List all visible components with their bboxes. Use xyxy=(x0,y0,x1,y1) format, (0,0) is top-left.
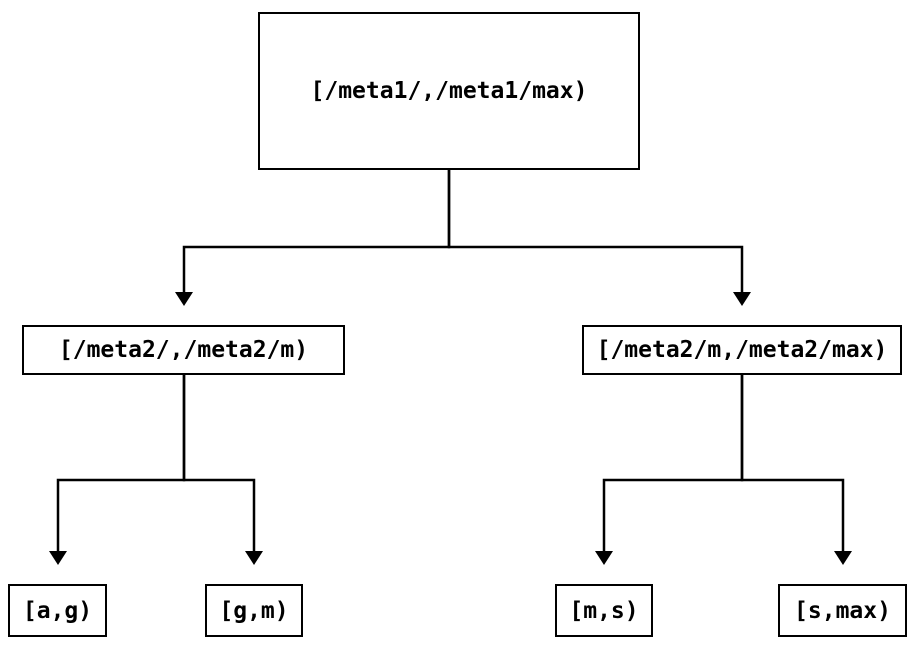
node-leaf-ms-label: [m,s) xyxy=(569,597,639,624)
edge-meta2-high-to-leaf-ms xyxy=(595,375,744,565)
node-root: [/meta1/,/meta1/max) xyxy=(258,12,640,170)
node-meta2-high: [/meta2/m,/meta2/max) xyxy=(582,325,902,375)
node-leaf-ag-label: [a,g) xyxy=(22,597,93,624)
edge-meta2-high-to-leaf-smax xyxy=(740,375,852,565)
node-meta2-low: [/meta2/,/meta2/m) xyxy=(22,325,345,375)
node-leaf-gm: [g,m) xyxy=(205,584,303,637)
node-leaf-gm-label: [g,m) xyxy=(219,597,289,624)
node-meta2-low-label: [/meta2/,/meta2/m) xyxy=(58,337,309,363)
node-leaf-smax: [s,max) xyxy=(778,584,907,637)
node-leaf-smax-label: [s,max) xyxy=(794,597,891,624)
edge-meta2-low-to-leaf-ag xyxy=(49,375,186,565)
node-root-label: [/meta1/,/meta1/max) xyxy=(310,78,588,104)
node-meta2-high-label: [/meta2/m,/meta2/max) xyxy=(596,337,888,363)
edge-root-to-meta2-high xyxy=(447,170,751,306)
node-leaf-ms: [m,s) xyxy=(555,584,653,637)
edge-meta2-low-to-leaf-gm xyxy=(182,375,263,565)
node-leaf-ag: [a,g) xyxy=(8,584,107,637)
edge-root-to-meta2-low xyxy=(175,170,451,306)
